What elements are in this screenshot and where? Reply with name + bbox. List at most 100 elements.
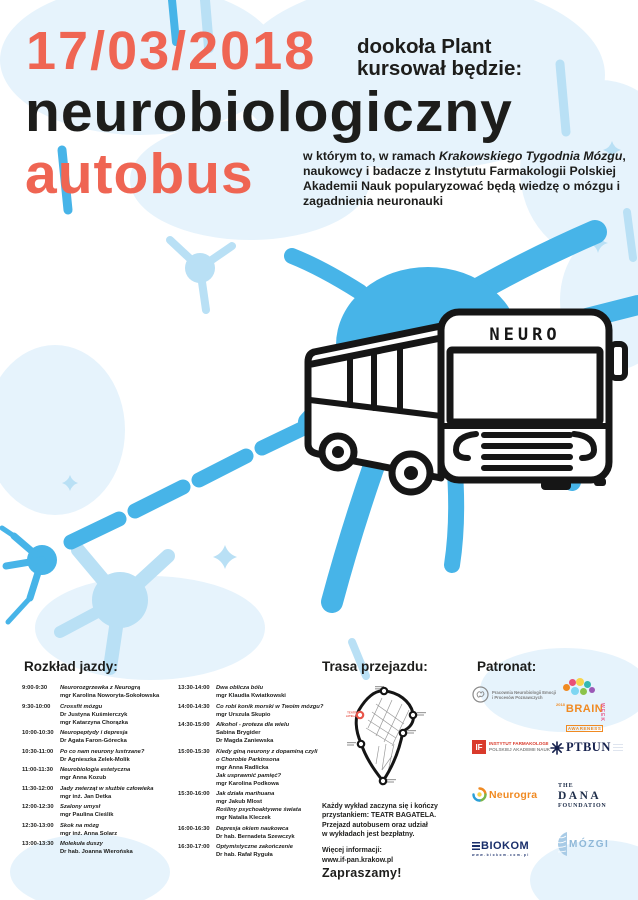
- neurogra-swirl-icon: [472, 787, 487, 802]
- route-heading: Trasa przejazdu:: [322, 659, 428, 674]
- ptbun-name: PTBUN: [566, 740, 611, 754]
- schedule-speaker-name: Dr Magda Zaniewska: [216, 738, 274, 744]
- title-word-neurobiologiczny: neurobiologiczny: [25, 80, 513, 144]
- schedule-talk-title: Kiedy giną neurony z dopaminą czyli: [216, 748, 318, 755]
- schedule-speaker-name: mgr Karolina Podkowa: [216, 780, 279, 787]
- dana-name: DANA: [558, 790, 602, 802]
- route-note-line: Każdy wykład zaczyna się i kończy: [322, 803, 438, 810]
- schedule-speaker-name: mgr inż. Anna Solarz: [60, 830, 118, 837]
- schedule-speaker-name: mgr Natalia Kleczek: [216, 815, 271, 821]
- schedule-talk-title: Jak działa marihuana: [216, 791, 275, 797]
- pracownia-name-line2: i Procesów Poznawczych: [492, 694, 543, 700]
- rear-wheel-hub: [332, 446, 344, 458]
- logo-biokom: BIOKOM www.biokom.com.pl: [472, 840, 530, 857]
- schedule-time: 11:30-12:00: [22, 785, 54, 792]
- ifpan-name-line2: POLSKIEJ AKADEMII NAUK: [489, 747, 551, 752]
- baw-week-word: WEEK: [599, 703, 606, 722]
- schedule-entry: 11:30-12:00 Jady zwierząt w służbie człow…: [22, 785, 178, 801]
- logo-brain-awareness-week: 2018 BRAIN AWARENESS WEEK: [556, 678, 606, 735]
- map-stop-label-line2: BAGATELA: [346, 714, 357, 718]
- schedule-time: 10:30-11:00: [22, 748, 54, 755]
- schedule-talk-title: Neurorozgrzewka z Neurogrą: [60, 685, 141, 691]
- schedule-talk-title: Jady zwierząt w służbie człowieka: [60, 785, 154, 792]
- route-note: Każdy wykład zaczyna się i kończy przyst…: [322, 802, 438, 840]
- schedule-time: 16:00-16:30: [178, 825, 210, 832]
- schedule-entry-lines: Neurorozgrzewka z Neurogrą mgr Karolina N…: [60, 684, 159, 700]
- biokom-name: BIOKOM: [481, 840, 530, 852]
- brain-sketch-icon: [472, 686, 489, 703]
- schedule-talk-title: Neuropeptydy i depresja: [60, 730, 128, 736]
- schedule-speaker-name: Dr Justyna Kuśmierczyk: [60, 711, 128, 718]
- logo-ptbun: PTBUN: [550, 740, 623, 755]
- schedule-time: 10:00-10:30: [22, 730, 54, 736]
- title-word-autobus: autobus: [25, 142, 254, 206]
- route-map: TEATR BAGATELA: [346, 686, 426, 786]
- neurogra-name: Neurogra: [489, 788, 538, 801]
- schedule-speaker-name: mgr inż. Jan Detka: [60, 793, 112, 800]
- schedule-column-1: 9:00-9:30 Neurorozgrzewka z Neurogrą mgr K…: [22, 684, 178, 859]
- schedule-talk-title: Po co nam neurony lustrzane?: [60, 748, 145, 755]
- schedule-speaker-name: Sabina Brygider: [216, 730, 261, 736]
- mozgi-name: MÓZGI: [569, 838, 610, 850]
- ptbun-pale-mark: [612, 743, 623, 752]
- logo-neurogra: Neurogra: [472, 787, 537, 802]
- schedule-time: 13:30-14:00: [178, 685, 210, 691]
- map-stop-east: [408, 710, 418, 720]
- half-brain-icon: [555, 832, 567, 856]
- schedule-time: 12:00-12:30: [22, 804, 54, 810]
- schedule-speaker-name: mgr Paulina Cieślik: [60, 812, 114, 818]
- pre-title: dookoła Plant kursował będzie:: [357, 35, 522, 80]
- schedule-talk-title: Dwa oblicza bólu: [216, 685, 264, 691]
- biokom-url: www.biokom.com.pl: [472, 852, 530, 857]
- schedule-talk-title: Molekuła duszy: [60, 841, 103, 847]
- schedule-heading: Rozkład jazdy:: [24, 659, 118, 674]
- baw-year: 2018: [556, 702, 565, 707]
- logo-mozgi: MÓZGI: [554, 831, 609, 857]
- schedule-talk-title: Neurobiologia estetyczna: [60, 767, 131, 773]
- bus-destination-sign: NEURO: [489, 325, 560, 345]
- dana-foundation: FOUNDATION: [558, 803, 607, 809]
- schedule-time: 9:30-10:00: [22, 703, 51, 710]
- schedule-speaker-name: mgr Jakub Mlost: [216, 799, 263, 805]
- schedule-entry: 10:00-10:30 Neuropeptydy i depresja Dr Aga…: [22, 729, 178, 745]
- schedule-time: 14:00-14:30: [178, 703, 210, 710]
- front-wheel-hub: [404, 466, 418, 480]
- dana-the: THE: [558, 783, 574, 789]
- pracownia-name-line1: Pracownia Neurobiologii Emocji: [492, 689, 556, 695]
- map-stop-southwest: [356, 739, 366, 749]
- map-stop-labels: [347, 686, 426, 783]
- schedule-time: 11:00-11:30: [22, 767, 53, 773]
- schedule-speaker-name: Dr Agata Faron-Górecka: [60, 738, 127, 744]
- schedule-speaker-name: mgr Karolina Noworyta-Sokołowska: [60, 693, 160, 699]
- schedule-talk-title: Alkohol - proteza dla wielu: [216, 722, 290, 728]
- schedule-time: 14:30-15:00: [178, 722, 210, 728]
- route-note-line: przystankiem: TEATR BAGATELA.: [322, 812, 437, 820]
- schedule-time: 9:00-9:30: [22, 685, 48, 691]
- description-part1: w którym to, w ramach: [303, 149, 439, 163]
- biokom-stripes-icon: [472, 841, 480, 851]
- baw-awareness-word: AWARENESS: [565, 725, 604, 732]
- description-italic: Krakowskiego Tygodnia Mózgu: [439, 149, 623, 163]
- schedule-column-2: 13:30-14:00 Dwa oblicza bólu mgr Klaudia K…: [178, 684, 328, 862]
- schedule-speaker-name: mgr Klaudia Kwiatkowski: [216, 693, 286, 699]
- event-description: w którym to, w ramach Krakowskiego Tygod…: [303, 149, 635, 209]
- map-stop-north: [379, 686, 389, 696]
- logo-instytut-farmakologii: IF INSTYTUT FARMAKOLOGII POLSKIEJ AKADEM…: [472, 740, 550, 754]
